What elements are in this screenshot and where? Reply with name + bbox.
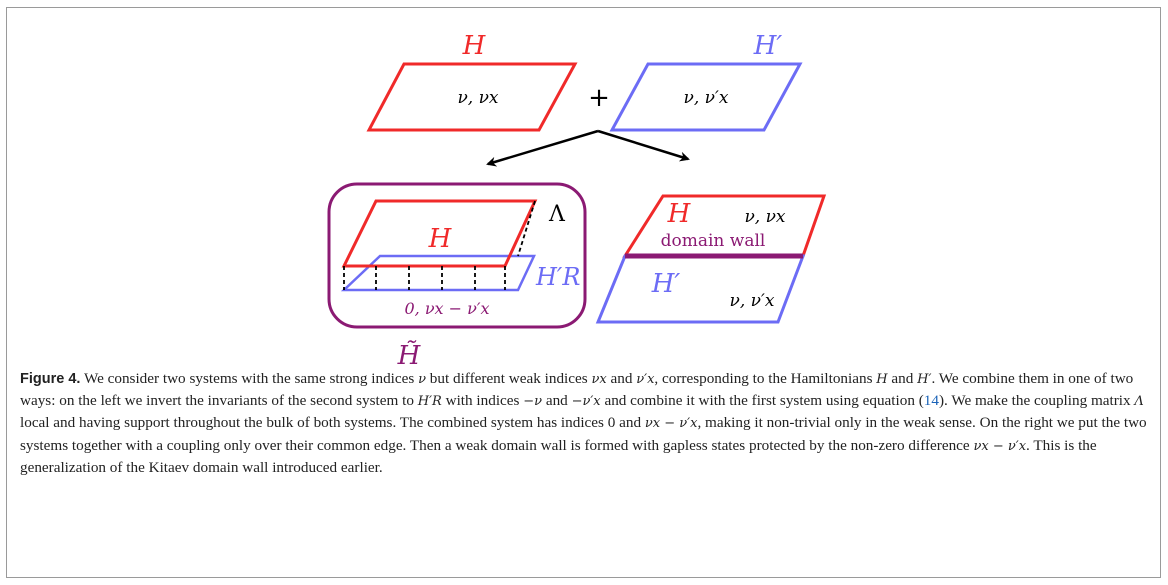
caption-text: local and having support throughout the … — [20, 414, 645, 432]
label-h-prime-top: H′ — [753, 31, 783, 61]
caption-math: ν — [418, 372, 426, 387]
coupling-lines — [343, 200, 536, 290]
figure-diagram: H ν, νx + H′ ν, ν′x H Λ H′R 0, νx − ν′x … — [327, 31, 827, 370]
caption-math: −ν′x — [571, 394, 601, 410]
system-h-prime-r-parallelogram — [340, 254, 536, 292]
caption-text: . We combine them in one of two ways: on… — [20, 370, 1134, 410]
label-h-prime-r: H′R — [535, 263, 580, 291]
caption-text: and combine it with the first system usi… — [600, 392, 924, 410]
caption-text: ). We make the coupling matrix — [938, 392, 1135, 410]
caption-math: H — [876, 372, 888, 387]
label-dw-indices-bottom: ν, ν′x — [730, 291, 775, 311]
figure-caption: Figure 4. We consider two systems with t… — [20, 368, 1148, 478]
caption-math: H′ — [917, 372, 932, 387]
caption-text: and — [542, 392, 572, 410]
caption-text: but different weak indices — [425, 370, 592, 387]
label-lambda: Λ — [548, 202, 566, 227]
label-stacked-indices: 0, νx − ν′x — [404, 299, 489, 318]
dw-system-h-prime-parallelogram — [595, 254, 806, 324]
caption-text: , making it non-trivial only in the weak… — [20, 414, 1147, 454]
caption-math: νx — [591, 372, 607, 387]
caption-label: Figure 4. — [20, 371, 81, 387]
combined-system-box — [327, 182, 587, 329]
plus-sign: + — [588, 83, 610, 113]
arrow-left — [486, 129, 599, 167]
caption-text: with indices — [441, 392, 524, 410]
system-h-parallelogram — [366, 62, 578, 132]
arrow-right — [597, 129, 690, 162]
figure-frame — [6, 7, 1161, 578]
caption-text: We consider two systems with the same st… — [80, 370, 419, 387]
label-indices-right: ν, ν′x — [684, 88, 729, 108]
label-h-tilde: H̃ — [397, 340, 422, 370]
equation-reference-link[interactable]: 14 — [923, 392, 939, 410]
caption-math: −ν — [523, 394, 543, 410]
label-h-top: H — [462, 31, 487, 61]
label-dw-indices-top: ν, νx — [744, 207, 785, 227]
caption-math: ν′x — [636, 372, 655, 387]
caption-text: . This is the generalization of the Kita… — [20, 436, 1097, 476]
label-dw-h-prime: H′ — [651, 269, 681, 299]
caption-text: and — [887, 370, 918, 387]
caption-math: νx − ν′x — [644, 416, 698, 432]
system-h-prime-parallelogram — [609, 62, 803, 132]
label-dw-h: H — [667, 199, 692, 229]
caption-math: H′R — [417, 394, 442, 410]
caption-text: and — [606, 370, 637, 387]
caption-text: , corresponding to the Hamiltonians — [654, 370, 877, 387]
label-h-stacked: H — [428, 224, 453, 254]
label-indices-left: ν, νx — [457, 88, 498, 108]
caption-math: Λ — [1134, 394, 1144, 410]
label-domain-wall: domain wall — [661, 231, 766, 251]
caption-math: νx − ν′x — [973, 438, 1027, 454]
